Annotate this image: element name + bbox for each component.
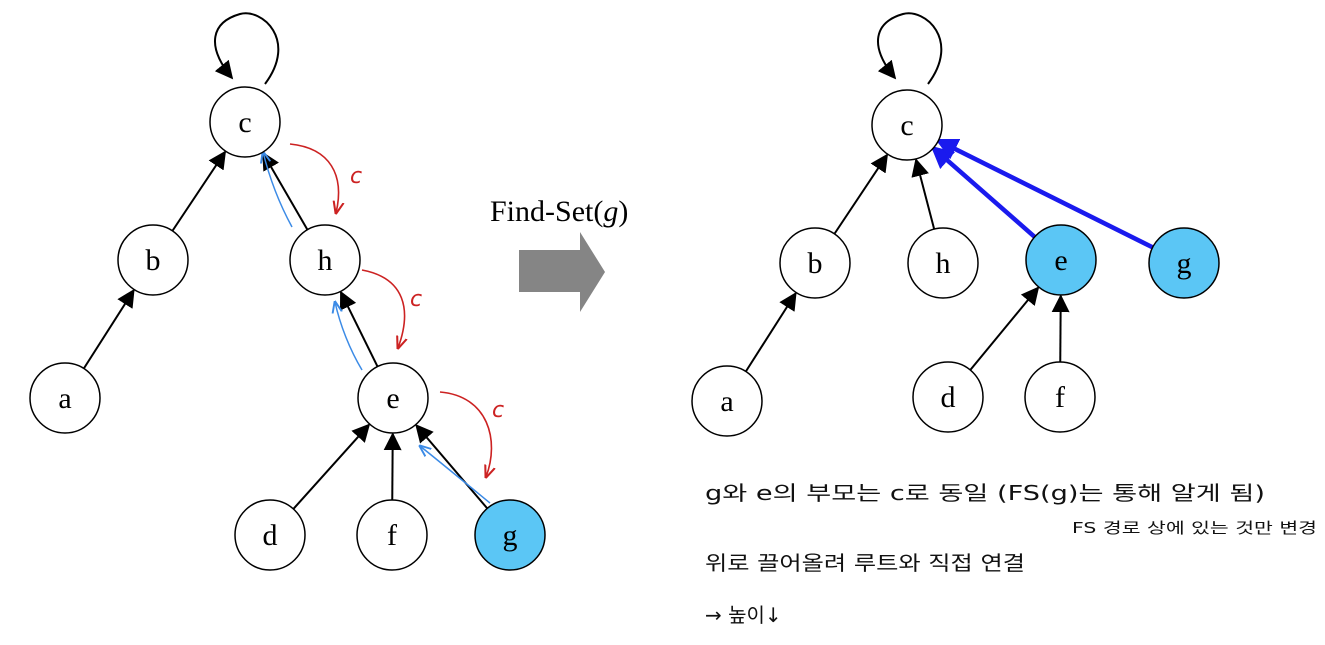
node-h: h — [289, 224, 361, 296]
node-label: h — [936, 247, 951, 280]
node-circle — [474, 499, 546, 571]
node-label: e — [386, 382, 399, 415]
node-d: d — [234, 499, 306, 571]
node-circle — [691, 365, 763, 437]
edge-d-e — [969, 286, 1040, 371]
node-circle — [912, 361, 984, 433]
before-tree: c c c c b h a e d f g — [29, 12, 546, 571]
node-e: e — [1025, 224, 1097, 296]
compressed-edge-g-c — [935, 139, 1154, 250]
compression-curve — [361, 269, 405, 348]
node-circle — [289, 224, 361, 296]
node-circle — [234, 499, 306, 571]
node-circle — [1024, 361, 1096, 433]
node-circle — [117, 224, 189, 296]
edge-h-c — [911, 158, 936, 230]
edge-a-b — [82, 288, 135, 370]
node-circle — [1025, 224, 1097, 296]
compression-curve — [289, 143, 339, 213]
node-c: c — [209, 86, 281, 158]
after-tree: c b h e g a d f — [691, 12, 1220, 437]
node-label: c — [238, 106, 251, 139]
node-label: a — [720, 385, 733, 418]
node-label: d — [941, 381, 956, 414]
edge-g-e — [415, 424, 489, 510]
node-circle — [356, 499, 428, 571]
node-d: d — [912, 361, 984, 433]
find-path-trace — [420, 446, 491, 504]
edge-h-c — [262, 151, 309, 231]
root-self-loop — [877, 12, 943, 85]
note-line-3: 위로 끌어올려 루트와 직접 연결 — [705, 551, 1025, 575]
node-a: a — [691, 365, 763, 437]
node-b: b — [117, 224, 189, 296]
edge-b-c — [171, 150, 227, 232]
find-path-trace — [263, 152, 293, 228]
transform-arrow-icon — [519, 232, 605, 312]
root-self-loop — [214, 12, 280, 85]
node-b: b — [779, 227, 851, 299]
node-label: a — [58, 382, 71, 415]
node-circle — [907, 227, 979, 299]
note-line-1: g와 e의 부모는 c로 동일 (FS(g)는 통해 알게 됨) — [705, 481, 1265, 505]
node-g: g — [474, 499, 546, 571]
node-label: d — [263, 519, 278, 552]
node-e: e — [357, 362, 429, 434]
node-label: e — [1054, 244, 1067, 277]
node-f: f — [1024, 361, 1096, 433]
edge-b-c — [833, 153, 889, 235]
operation-label: Find-Set(g) — [490, 195, 628, 228]
edge-d-e — [292, 423, 371, 510]
compression-curve — [439, 391, 491, 477]
node-h: h — [907, 227, 979, 299]
node-circle — [209, 86, 281, 158]
compression-label: c — [492, 398, 504, 423]
node-label: f — [1055, 381, 1065, 414]
note-line-2: FS 경로 상에 있는 것만 변경 — [1072, 519, 1317, 537]
node-circle — [357, 362, 429, 434]
node-circle — [871, 89, 943, 161]
node-label: g — [503, 519, 518, 552]
node-label: b — [808, 247, 823, 280]
edge-a-b — [744, 291, 797, 373]
compressed-edge-e-c — [930, 145, 1037, 239]
node-c: c — [871, 89, 943, 161]
edge-e-h — [339, 290, 379, 368]
node-circle — [779, 227, 851, 299]
note-line-4: → 높이↓ — [705, 603, 782, 627]
node-f: f — [356, 499, 428, 571]
node-label: b — [146, 244, 161, 277]
node-a: a — [29, 362, 101, 434]
find-path-trace — [335, 302, 363, 371]
node-g: g — [1148, 227, 1220, 299]
node-circle — [1148, 227, 1220, 299]
compression-label: c — [410, 287, 422, 312]
node-circle — [29, 362, 101, 434]
node-label: c — [900, 109, 913, 142]
node-label: h — [318, 244, 333, 277]
node-label: f — [387, 519, 397, 552]
node-label: g — [1177, 247, 1192, 280]
compression-label: c — [350, 164, 362, 189]
